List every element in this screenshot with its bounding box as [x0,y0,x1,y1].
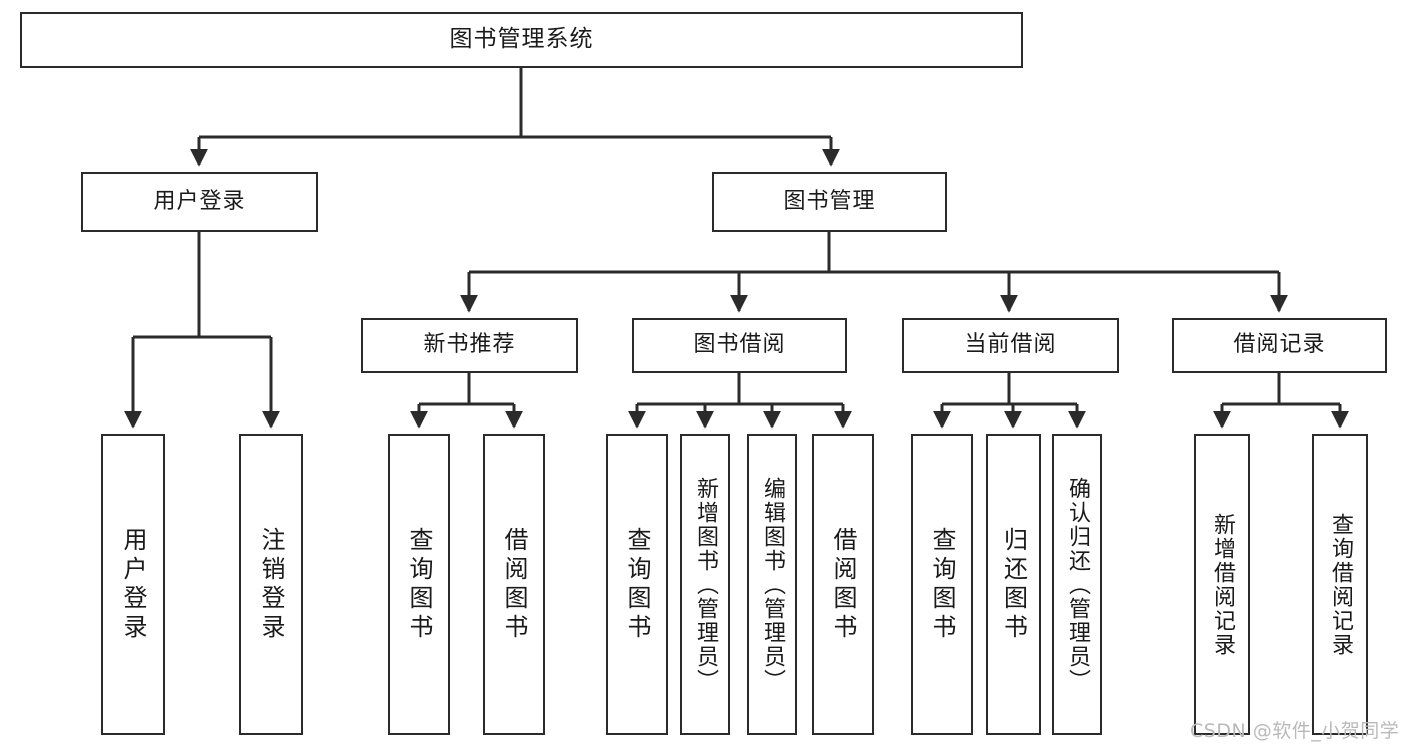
node-user-login[interactable]: 用户登录 [81,172,318,232]
node-leaf-query-book-1[interactable]: 查询图书 [388,434,450,735]
node-leaf-add-record-label: 新增借阅记录 [1210,512,1235,657]
node-borrow-record-label: 借阅记录 [1233,332,1326,358]
node-leaf-query-book-2[interactable]: 查询图书 [606,434,668,735]
node-leaf-user-logout-label: 注销登录 [257,526,285,643]
node-leaf-query-book-1-label: 查询图书 [405,526,433,643]
node-current-borrow[interactable]: 当前借阅 [902,318,1119,373]
node-leaf-user-login[interactable]: 用户登录 [101,434,165,735]
node-leaf-borrow-book-1[interactable]: 借阅图书 [483,434,545,735]
node-root-label: 图书管理系统 [449,26,594,53]
node-user-login-label: 用户登录 [153,188,246,214]
csdn-watermark: CSDN @软件_小贺同学 [1190,720,1400,742]
node-root[interactable]: 图书管理系统 [20,12,1023,68]
node-book-borrow[interactable]: 图书借阅 [632,318,847,373]
node-leaf-add-book[interactable]: 新增图书（管理员） [680,434,730,735]
node-leaf-return-book-label: 归还图书 [999,526,1028,643]
node-book-borrow-label: 图书借阅 [693,332,786,358]
node-leaf-query-book-2-label: 查询图书 [623,526,651,643]
node-leaf-query-book-3[interactable]: 查询图书 [911,434,973,735]
node-leaf-user-login-label: 用户登录 [119,526,147,643]
node-leaf-add-record[interactable]: 新增借阅记录 [1194,434,1250,735]
node-book-manage-label: 图书管理 [783,188,876,214]
node-new-book-rec[interactable]: 新书推荐 [361,318,578,373]
node-leaf-query-record-label: 查询借阅记录 [1328,512,1353,657]
node-current-borrow-label: 当前借阅 [964,332,1057,358]
node-leaf-user-logout[interactable]: 注销登录 [239,434,303,735]
node-book-manage[interactable]: 图书管理 [712,172,947,232]
node-new-book-rec-label: 新书推荐 [423,332,516,358]
node-leaf-edit-book-label: 编辑图书（管理员） [760,476,785,693]
node-leaf-return-book[interactable]: 归还图书 [986,434,1041,735]
node-leaf-edit-book[interactable]: 编辑图书（管理员） [747,434,797,735]
node-leaf-borrow-book-1-label: 借阅图书 [500,526,528,643]
node-leaf-query-book-3-label: 查询图书 [928,526,956,643]
node-borrow-record[interactable]: 借阅记录 [1172,318,1387,373]
node-leaf-confirm-return[interactable]: 确认归还（管理员） [1052,434,1102,735]
node-leaf-query-record[interactable]: 查询借阅记录 [1312,434,1368,735]
node-leaf-borrow-book-2-label: 借阅图书 [829,526,857,643]
node-leaf-add-book-label: 新增图书（管理员） [693,476,718,693]
node-leaf-confirm-return-label: 确认归还（管理员） [1065,476,1090,693]
node-leaf-borrow-book-2[interactable]: 借阅图书 [812,434,874,735]
